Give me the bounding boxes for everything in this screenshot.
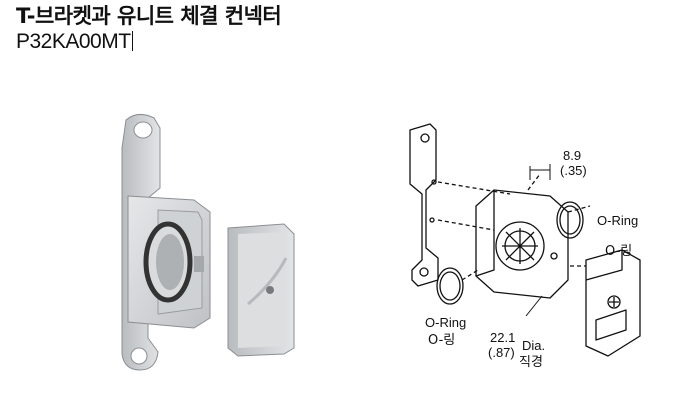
exploded-diagram xyxy=(409,123,641,357)
dim-width-mm: 8.9 xyxy=(563,148,582,163)
text-cursor xyxy=(131,31,133,51)
dim-dia-mm: 22.1 xyxy=(490,330,516,345)
dim-width-in: (.35) xyxy=(560,163,587,178)
page-title: T-브라켓과 유니트 체결 컨넥터 xyxy=(16,4,282,28)
oring-left-label: O-Ring xyxy=(425,315,467,330)
dia-label-ko: 직경 xyxy=(519,355,543,370)
oring-right-label-ko: O-링 xyxy=(605,244,633,259)
oring-left-label-ko: O-링 xyxy=(428,333,456,348)
model-number[interactable]: P32KA00MT xyxy=(16,29,133,55)
oring-right-label: O-Ring xyxy=(597,213,639,228)
model-number-text: P32KA00MT xyxy=(16,30,131,53)
product-photo xyxy=(121,114,295,371)
dia-label: Dia. xyxy=(522,338,546,353)
dim-dia-in: (.87) xyxy=(488,345,515,360)
